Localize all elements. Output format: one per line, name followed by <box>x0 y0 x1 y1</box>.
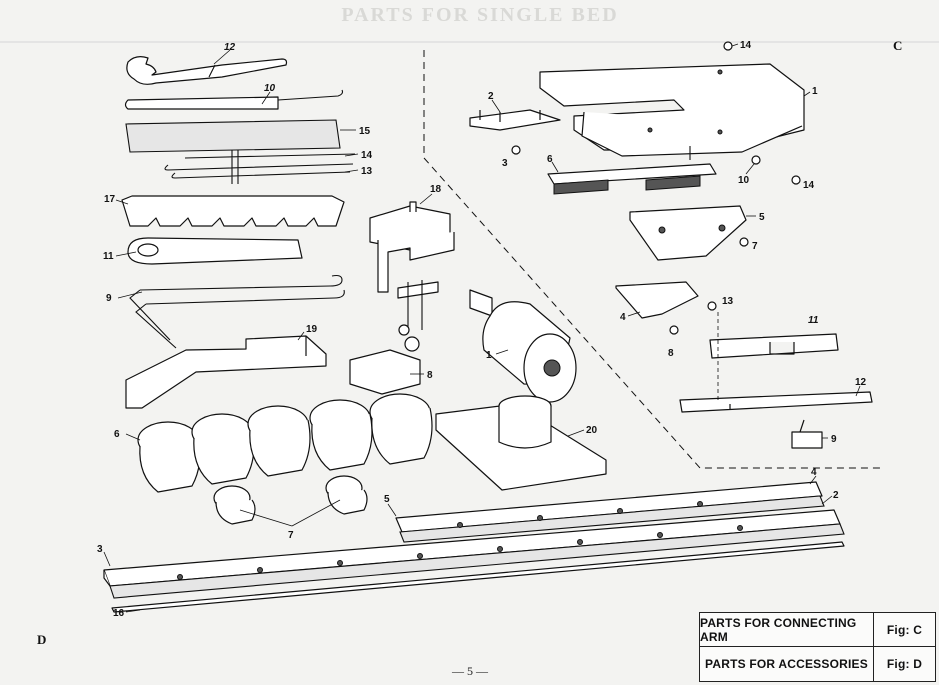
legend-fig-d: Fig: D <box>873 647 935 681</box>
part-number-label: 14 <box>740 40 752 51</box>
part-comb-17 <box>121 195 345 227</box>
part-number-label: 14 <box>361 150 373 161</box>
page-number: — 5 — <box>452 664 488 678</box>
part-roller-1 <box>469 289 577 403</box>
figure-d-tag: D <box>37 632 47 647</box>
part-small-bracket-9 <box>791 419 823 449</box>
part-number-label: 4 <box>811 467 817 478</box>
part-number-label: 6 <box>547 154 553 165</box>
part-number-label: 5 <box>759 212 765 223</box>
part-number-label: 19 <box>306 324 318 335</box>
legend-title-connecting-arm: PARTS FOR CONNECTING ARM <box>700 613 873 647</box>
part-weights-6 <box>137 393 433 493</box>
part-number-label: 8 <box>427 370 433 381</box>
part-number-label: 11 <box>103 251 114 262</box>
connecting-arm-labels: 14 1 2 3 6 10 14 5 7 13 4 8 11 12 9 <box>488 40 867 445</box>
accessory-labels: 12 10 15 14 13 17 18 11 9 19 8 1 6 <box>97 42 839 619</box>
part-number-label: 15 <box>359 126 371 137</box>
faded-page-title: PARTS FOR SINGLE BED <box>341 4 619 26</box>
part-small-weights-7 <box>213 475 368 525</box>
part-number-label: 3 <box>502 158 508 169</box>
part-bar-6 <box>547 163 717 195</box>
figure-legend-table: PARTS FOR CONNECTING ARM Fig: C PARTS FO… <box>699 612 936 682</box>
part-number-label: 13 <box>722 296 734 307</box>
fig-c-boundary-dashed <box>423 50 880 469</box>
part-arm-body-1 <box>539 63 805 160</box>
part-arm-bar-11 <box>709 333 839 359</box>
legend-fig-c: Fig: C <box>873 613 935 647</box>
part-plate-15 <box>125 119 341 153</box>
part-number-label: 9 <box>106 293 112 304</box>
part-bracket-2 <box>469 109 561 131</box>
part-number-label: 5 <box>384 494 390 505</box>
part-number-label: 2 <box>833 490 839 501</box>
part-transfer-tools-13-14 <box>164 150 356 184</box>
part-clamp-18 <box>369 201 455 352</box>
part-bracket-19 <box>125 335 327 409</box>
part-number-label: 12 <box>224 42 236 53</box>
part-tool-11 <box>127 237 303 265</box>
part-number-label: 12 <box>855 377 867 388</box>
part-number-label: 2 <box>488 91 494 102</box>
part-table-20 <box>435 395 607 491</box>
part-lever-4 <box>615 281 699 319</box>
part-number-label: 4 <box>620 312 626 323</box>
part-wrench-12 <box>126 56 288 85</box>
part-number-label: 7 <box>752 241 758 252</box>
legend-title-accessories: PARTS FOR ACCESSORIES <box>705 657 868 671</box>
part-number-label: 1 <box>812 86 818 97</box>
part-number-label: 11 <box>808 315 819 326</box>
part-rails <box>103 481 845 613</box>
part-number-label: 10 <box>264 83 276 94</box>
part-number-label: 8 <box>668 348 674 359</box>
part-number-label: 10 <box>738 175 750 186</box>
figure-c-tag: C <box>893 38 903 53</box>
part-number-label: 13 <box>361 166 373 177</box>
part-latch-tool-10 <box>124 89 344 110</box>
part-number-label: 1 <box>486 350 492 361</box>
part-plate-5 <box>629 205 747 261</box>
part-number-label: 9 <box>831 434 837 445</box>
part-wire-hooks-9 <box>129 274 345 349</box>
part-clips-8 <box>349 349 421 395</box>
screws <box>511 41 801 335</box>
part-base-bar-12 <box>679 391 873 413</box>
part-number-label: 18 <box>430 184 442 195</box>
part-number-label: 16 <box>113 608 125 619</box>
part-number-label: 17 <box>104 194 116 205</box>
part-number-label: 3 <box>97 544 103 555</box>
part-number-label: 20 <box>586 425 598 436</box>
part-number-label: 6 <box>114 429 120 440</box>
part-number-label: 14 <box>803 180 815 191</box>
part-number-label: 7 <box>288 530 294 541</box>
